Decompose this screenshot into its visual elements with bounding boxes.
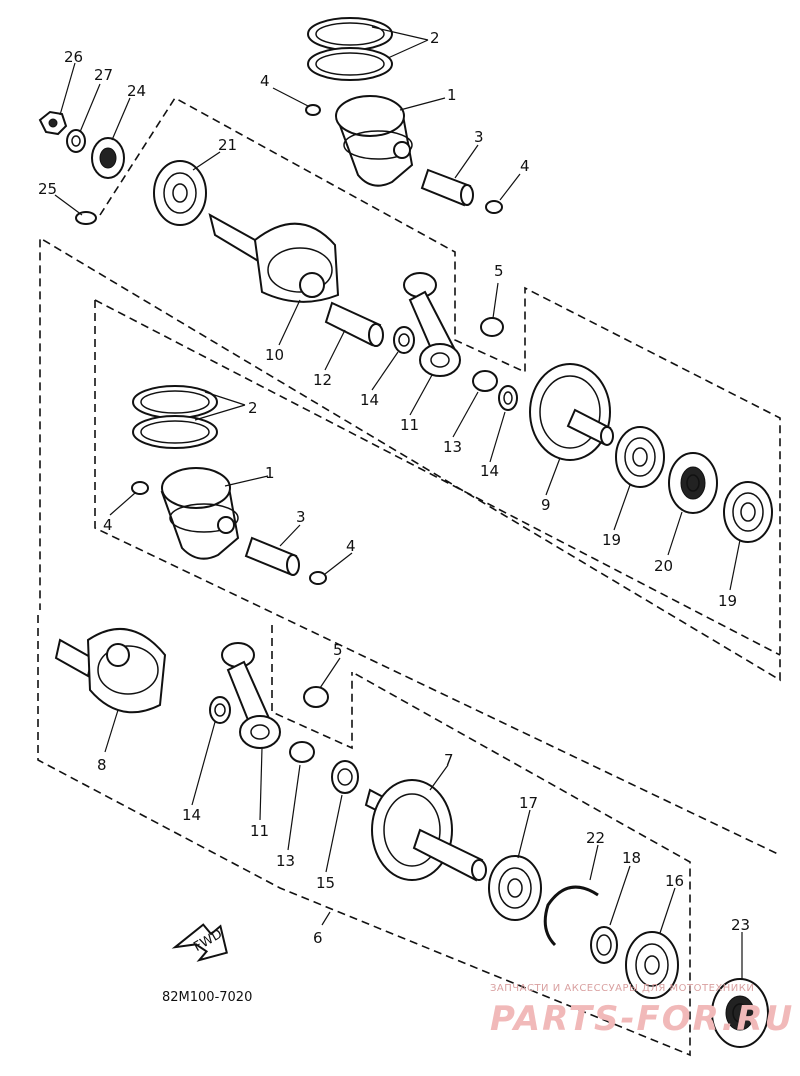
leader-lines (54, 26, 743, 980)
callout-21: 21 (218, 136, 237, 154)
callout-2: 2 (248, 399, 258, 417)
crank-pin-12 (324, 301, 384, 347)
crank-half-10 (208, 213, 340, 303)
callout-9: 9 (541, 496, 551, 514)
callout-13: 13 (276, 852, 295, 870)
upper-connecting-rod (403, 272, 461, 377)
upper-piston-rings (307, 17, 393, 81)
callout-4: 4 (103, 516, 113, 534)
callout-4: 4 (520, 157, 530, 175)
nut-washer-seal-group (38, 110, 125, 225)
callout-4: 4 (260, 72, 270, 90)
seal-20 (668, 452, 718, 514)
callout-20: 20 (654, 557, 673, 575)
callout-13: 13 (443, 438, 462, 456)
callout-14: 14 (182, 806, 201, 824)
upper-small-parts (393, 317, 518, 411)
callout-12: 12 (313, 371, 332, 389)
callout-14: 14 (480, 462, 499, 480)
upper-piston-pin (420, 168, 474, 207)
callout-3: 3 (296, 508, 306, 526)
watermark-tagline: ЗАПЧАСТИ И АКСЕССУАРЫ ДЛЯ МОТОТЕХНИКИ (490, 983, 754, 994)
callout-10: 10 (265, 346, 284, 364)
callout-1: 1 (265, 464, 275, 482)
upper-circlips (305, 104, 503, 214)
lower-circlips (131, 481, 327, 585)
callout-18: 18 (622, 849, 641, 867)
bearing-19-a (615, 426, 665, 488)
callout-6: 6 (313, 929, 323, 947)
callout-27: 27 (94, 66, 113, 84)
callout-23: 23 (731, 916, 750, 934)
callout-26: 26 (64, 48, 83, 66)
upper-piston (335, 95, 414, 187)
lower-piston-rings (132, 385, 218, 449)
callout-4: 4 (346, 537, 356, 555)
bearing-16 (625, 931, 679, 999)
watermark: ЗАПЧАСТИ И АКСЕССУАРЫ ДЛЯ МОТОТЕХНИКИ PA… (490, 983, 794, 1039)
callout-19: 19 (602, 531, 621, 549)
crank-half-9 (529, 363, 614, 461)
callout-24: 24 (127, 82, 146, 100)
crank-half-8 (54, 627, 167, 714)
fwd-arrow-icon: FWD (171, 923, 228, 962)
callout-1: 1 (447, 86, 457, 104)
crank-half-7 (364, 779, 487, 882)
lower-piston-pin (244, 536, 300, 576)
lower-connecting-rod (221, 642, 281, 749)
callout-15: 15 (316, 874, 335, 892)
callout-2: 2 (430, 29, 440, 47)
callout-11: 11 (250, 822, 269, 840)
callout-22: 22 (586, 829, 605, 847)
callout-labels: 2 1 4 3 4 26 27 24 21 25 5 10 12 14 11 1… (38, 29, 750, 947)
bearing-19-b (723, 481, 773, 543)
bearing-21 (153, 160, 207, 226)
bearing-17 (488, 855, 542, 921)
callout-14: 14 (360, 391, 379, 409)
washer-18 (590, 926, 618, 964)
watermark-logo: PARTS-FOR.RU (490, 999, 794, 1039)
diagram-code: 82M100-7020 (162, 990, 252, 1005)
assembly-outlines (37, 96, 781, 1057)
callout-17: 17 (519, 794, 538, 812)
callout-5: 5 (333, 641, 343, 659)
lower-small-parts (209, 686, 359, 794)
callout-8: 8 (97, 756, 107, 774)
callout-16: 16 (665, 872, 684, 890)
callout-3: 3 (474, 128, 484, 146)
callout-19: 19 (718, 592, 737, 610)
callout-25: 25 (38, 180, 57, 198)
callout-11: 11 (400, 416, 419, 434)
circlip-22 (543, 885, 599, 947)
callout-7: 7 (444, 751, 454, 769)
callout-5: 5 (494, 262, 504, 280)
seal-23 (711, 978, 769, 1048)
lower-piston (160, 467, 240, 560)
